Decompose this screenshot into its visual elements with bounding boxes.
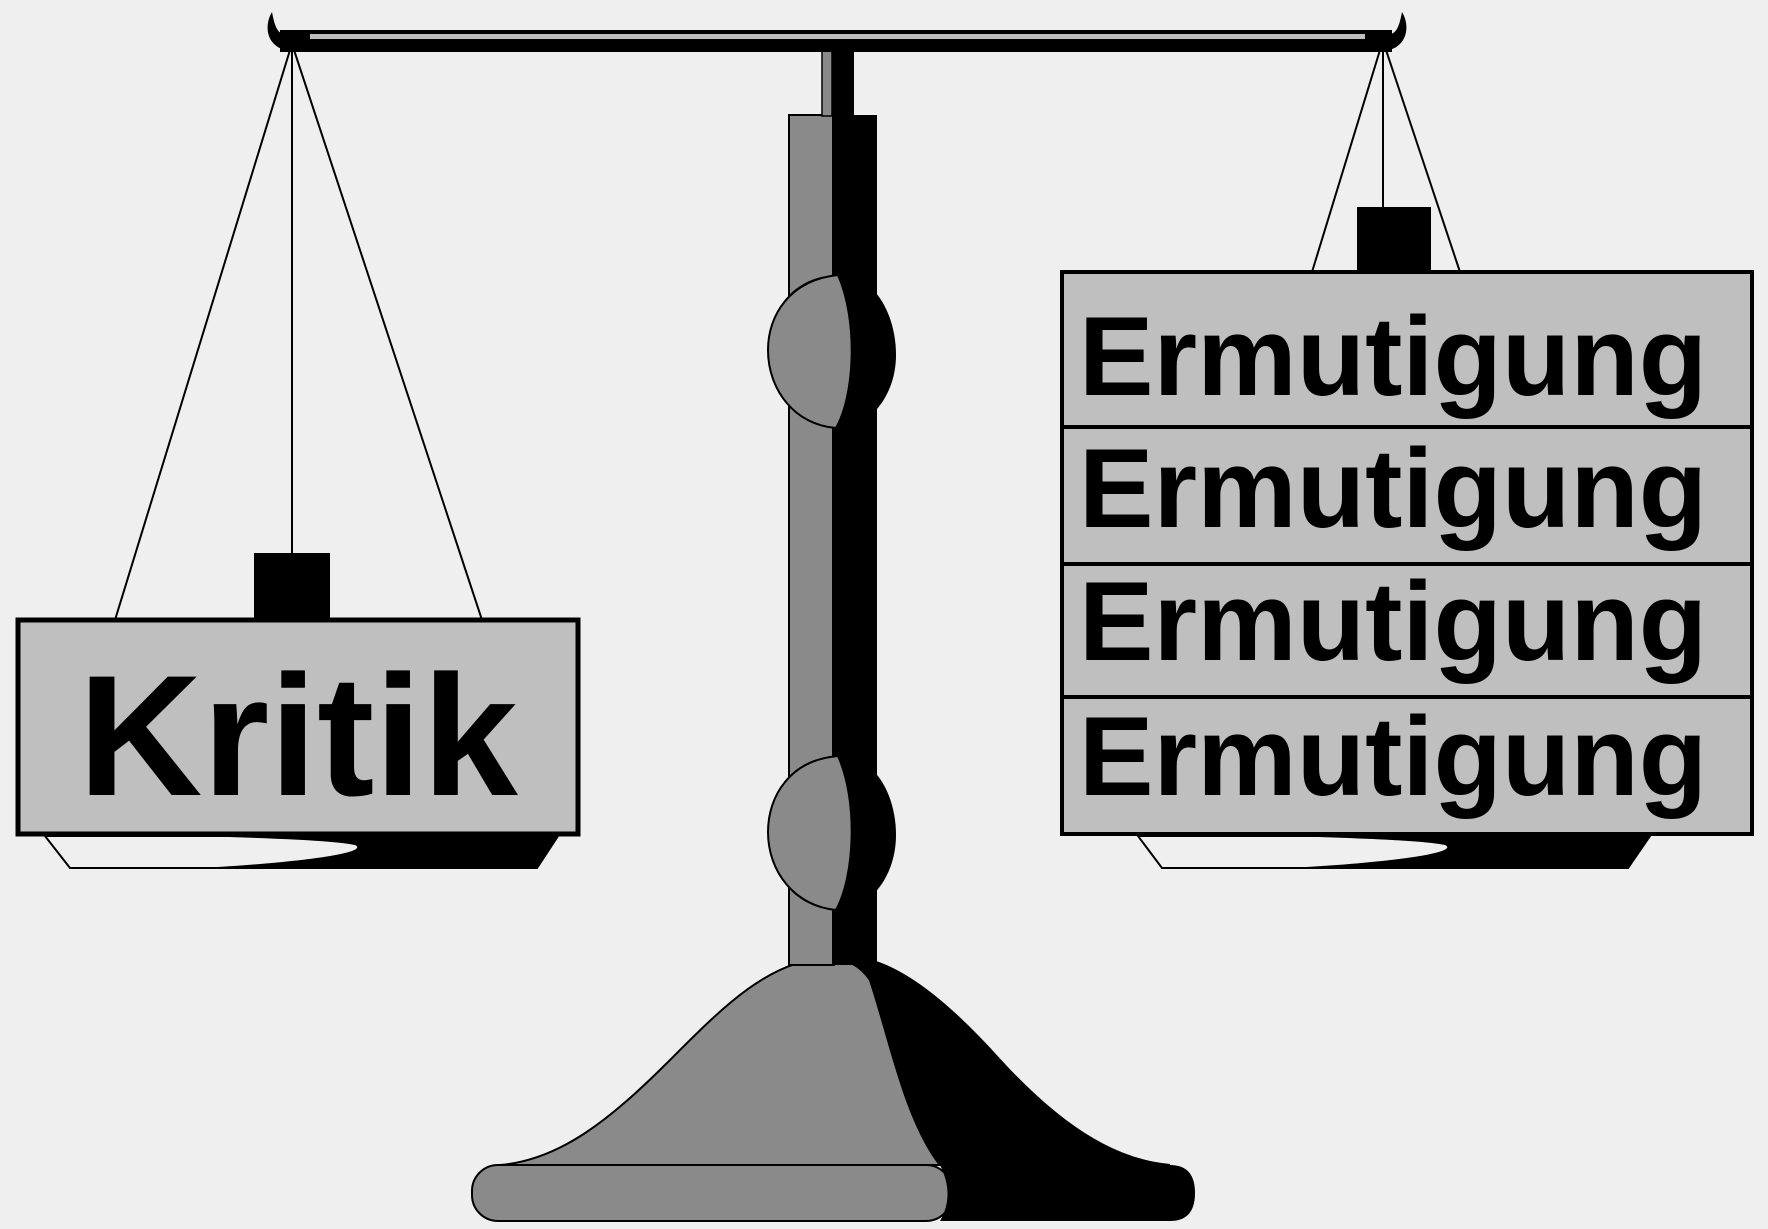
scale-foot-dark	[940, 1165, 1195, 1221]
left-pan: Kritik	[18, 50, 578, 868]
right-hanger-block	[1357, 207, 1431, 273]
right-pan: Ermutigung Ermutigung Ermutigung Ermutig…	[1062, 50, 1752, 868]
column-knob-upper-light	[768, 275, 852, 428]
beam-post-light	[822, 46, 832, 116]
right-label-text-3: Ermutigung	[1079, 559, 1707, 684]
scale-base	[472, 958, 1195, 1221]
scale-column	[768, 46, 896, 965]
right-label-text-4: Ermutigung	[1079, 694, 1707, 819]
beam-highlight	[310, 34, 1365, 39]
column-knob-lower-light	[768, 756, 852, 910]
left-string-outer	[115, 50, 290, 620]
scale-beam	[268, 12, 1407, 52]
right-label-text-1: Ermutigung	[1079, 294, 1707, 419]
scale-foot-light	[472, 1165, 952, 1221]
right-label-text-2: Ermutigung	[1079, 426, 1707, 551]
left-label-text: Kritik	[78, 640, 518, 832]
beam-bar	[280, 30, 1392, 52]
left-hanger-block	[254, 553, 330, 621]
left-string-outer-right	[294, 50, 482, 620]
